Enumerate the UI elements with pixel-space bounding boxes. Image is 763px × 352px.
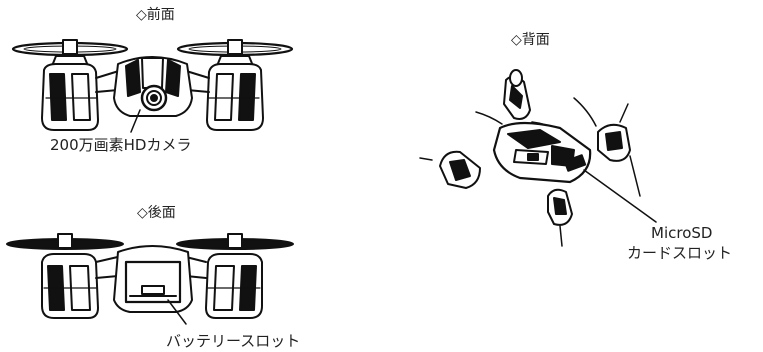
back-view-heading: ◇背面 (511, 32, 550, 48)
front-propeller-right (176, 39, 294, 57)
battery-slot-label: バッテリースロット (166, 332, 301, 350)
front-propeller-left (11, 39, 129, 57)
back-pod-right (597, 103, 641, 197)
battery-slot (124, 260, 182, 304)
sd-slot-label-line1: MicroSD (651, 224, 713, 242)
sd-slot-label-line2: カードスロット (627, 244, 733, 262)
back-pod-left (419, 150, 481, 189)
front-view-drone (11, 39, 294, 133)
front-view-heading: ◇前面 (136, 7, 175, 23)
rear-motor-pod-left (41, 253, 99, 319)
sd-card-slot (563, 154, 587, 172)
rear-view-heading: ◇後面 (137, 205, 176, 221)
rear-view-drone (6, 233, 294, 325)
back-view-drone (419, 69, 657, 247)
rear-motor-pod-right (205, 253, 263, 319)
camera-label: 200万画素HDカメラ (50, 136, 192, 154)
front-motor-pod-left (41, 55, 99, 131)
back-pod-bottom (547, 188, 573, 247)
rear-propeller-left (6, 233, 124, 250)
front-motor-pod-right (206, 55, 264, 131)
rear-propeller-right (176, 233, 294, 250)
front-camera (140, 84, 168, 112)
back-pod-top (503, 69, 531, 120)
